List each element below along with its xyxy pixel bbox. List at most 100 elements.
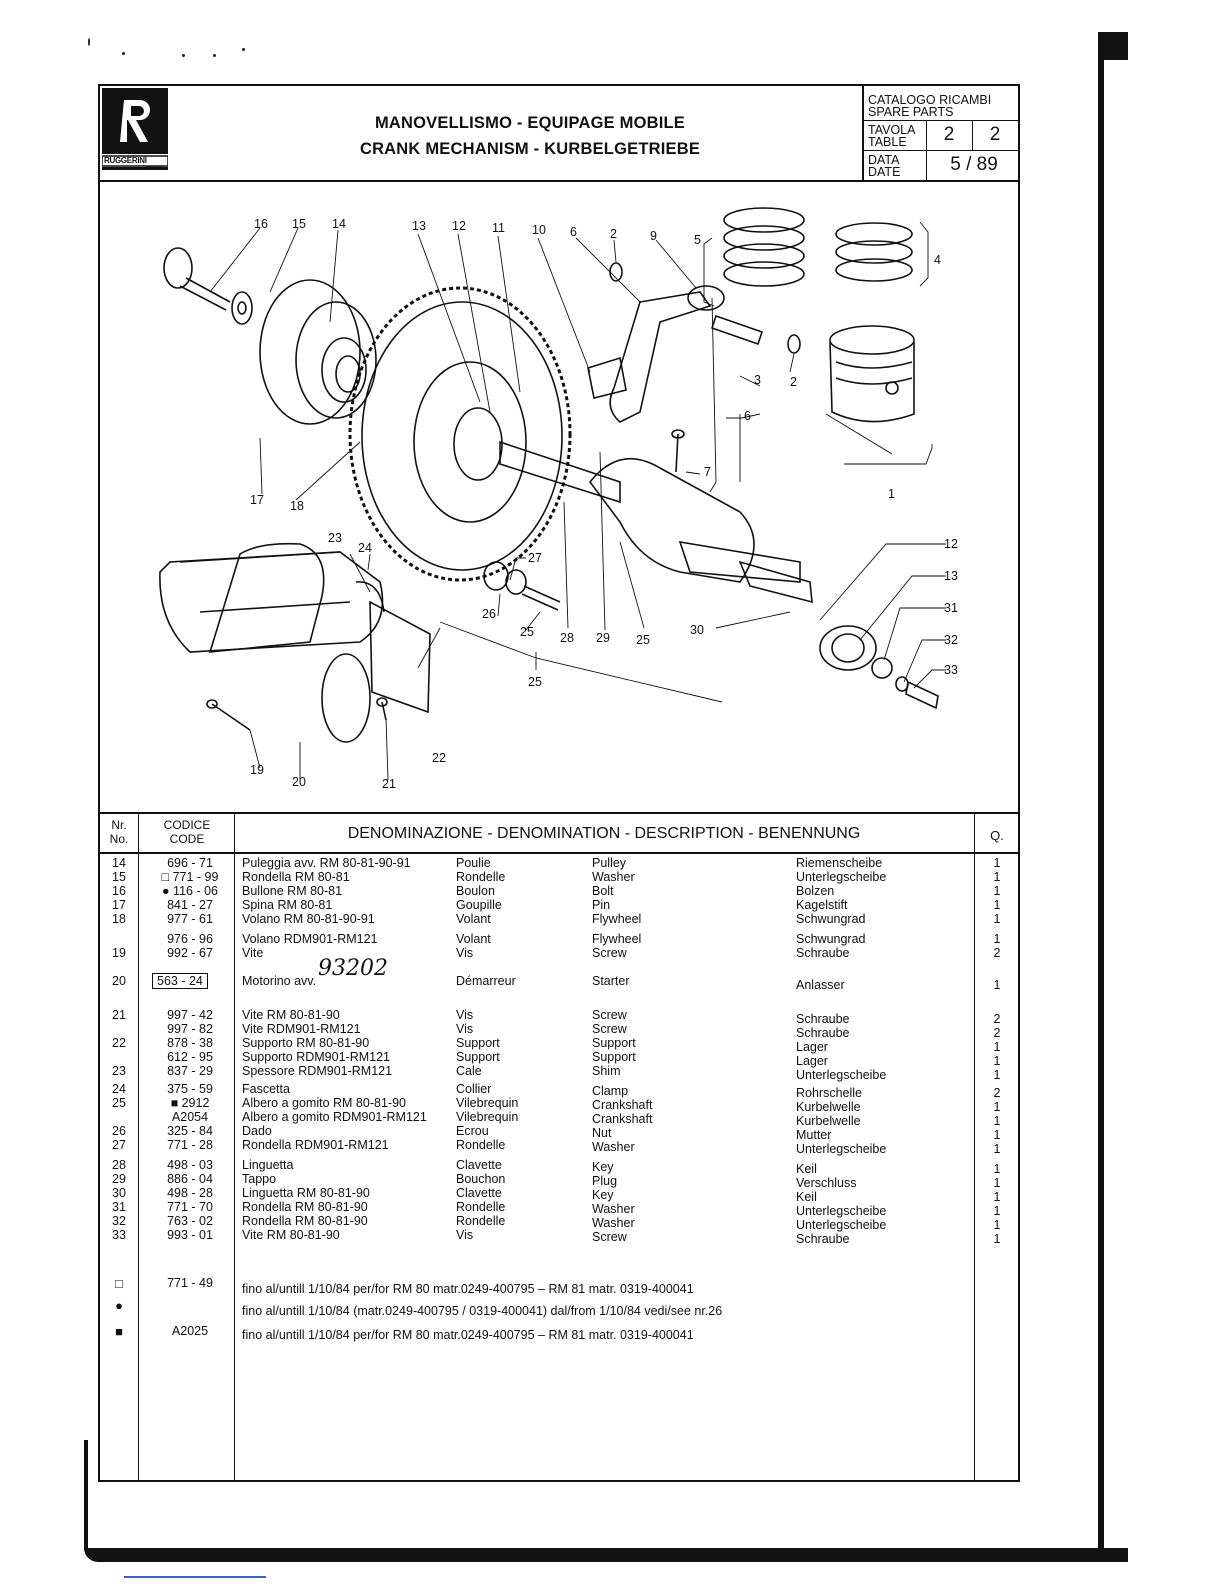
callout-label: 26: [482, 607, 496, 621]
cell-fr: Cale: [456, 1064, 482, 1078]
part-flywheel-gear: [348, 286, 572, 582]
cell-nr: 15: [112, 870, 126, 884]
callout-label: 19: [250, 763, 264, 777]
cell-it: Tappo: [242, 1172, 277, 1186]
cell-nr: 20: [112, 974, 126, 988]
handwritten-annotation: 93202: [318, 956, 388, 981]
scan-edge-bottom: [84, 1548, 1128, 1562]
cell-de: Schwungrad: [796, 932, 866, 946]
part-starter-screw: [211, 703, 251, 731]
scan-speck: [88, 38, 90, 46]
table-number-1: 2: [943, 124, 955, 145]
part-washer: [231, 291, 253, 325]
cell-fr: Rondelle: [456, 1214, 506, 1228]
logo-sub: DIESEL: [146, 166, 165, 172]
callout-label: 5: [694, 233, 701, 247]
cell-nr: 22: [112, 1036, 126, 1050]
cell-code: 878 - 38: [167, 1036, 213, 1050]
cell-it: Volano RDM901-RM121: [242, 932, 378, 946]
cell-en: Washer: [592, 1202, 635, 1216]
cell-de: Unterlegscheibe: [796, 1068, 887, 1082]
cell-en: Washer: [592, 870, 635, 884]
cell-fr: Vis: [456, 1022, 474, 1036]
header-box-rule: [972, 120, 973, 150]
note-code: 771 - 49: [167, 1276, 213, 1290]
exploded-diagram: 16 15 14 13 12 11 10 6 2 9 5 4 3 2 6 7 1…: [159, 207, 958, 791]
scan-speck: [242, 48, 245, 51]
cell-en: Washer: [592, 1216, 635, 1230]
callout-label: 1: [888, 487, 895, 501]
col-header-nr-en: No.: [109, 832, 129, 846]
cell-qty: 1: [993, 1176, 1001, 1190]
scan-underline: [124, 1576, 266, 1578]
cell-de: Unterlegscheibe: [796, 870, 887, 884]
scan-speck: [213, 54, 216, 57]
cell-fr: Vis: [456, 1228, 474, 1242]
callout-label: 13: [944, 569, 958, 583]
cell-en: Key: [592, 1160, 614, 1174]
cell-it: Vite RM 80-81-90: [242, 1228, 340, 1242]
cell-de: Mutter: [796, 1128, 832, 1142]
cell-fr: Rondelle: [456, 1138, 506, 1152]
callout-label: 15: [292, 217, 306, 231]
cell-qty: 1: [993, 1204, 1001, 1218]
cell-de: Kurbelwelle: [796, 1100, 861, 1114]
cell-it: Albero a gomito RM 80-81-90: [242, 1096, 406, 1110]
table-label-en: TABLE: [868, 135, 907, 149]
cell-fr: Rondelle: [456, 1200, 506, 1214]
cell-code: 976 - 96: [167, 932, 213, 946]
cell-nr: 27: [112, 1138, 126, 1152]
cell-en: Pulley: [592, 856, 627, 870]
page-title-line1: MANOVELLISMO - EQUIPAGE MOBILE: [374, 114, 686, 132]
scan-speck: [182, 54, 185, 57]
cell-qty: 1: [993, 912, 1001, 926]
cell-en: Crankshaft: [592, 1112, 653, 1126]
cell-qty: 1: [993, 856, 1001, 870]
cell-nr: 21: [112, 1008, 126, 1022]
callout-label: 7: [704, 465, 711, 479]
cell-qty: 1: [993, 1100, 1001, 1114]
cell-it: Vite RM 80-81-90: [242, 1008, 340, 1022]
cell-qty: 1: [993, 1114, 1001, 1128]
callout-label: 3: [754, 373, 761, 387]
cell-nr: 28: [112, 1158, 126, 1172]
cell-code: A2054: [171, 1110, 209, 1124]
cell-it: Motorino avv.: [242, 974, 317, 988]
cell-de: Anlasser: [796, 978, 845, 992]
cell-it: Rondella RM 80-81: [242, 870, 350, 884]
cell-it: Spessore RDM901-RM121: [242, 1064, 393, 1078]
cell-nr: 32: [112, 1214, 126, 1228]
cell-qty: 1: [993, 1232, 1001, 1246]
col-header-qty: Q.: [990, 828, 1004, 843]
cell-en: Starter: [592, 974, 630, 988]
cell-de: Bolzen: [796, 884, 835, 898]
cell-qty: 1: [993, 978, 1001, 992]
cell-code: 771 - 70: [167, 1200, 213, 1214]
cell-en: Nut: [592, 1126, 612, 1140]
cell-en: Flywheel: [592, 912, 642, 926]
cell-nr: 33: [112, 1228, 126, 1242]
callout-label: 32: [944, 633, 958, 647]
date-label-en: DATE: [868, 165, 901, 179]
cell-de: Schraube: [796, 1012, 850, 1026]
header-box-divider: [862, 84, 864, 180]
cell-de: Keil: [796, 1190, 817, 1204]
cell-fr: Bouchon: [456, 1172, 506, 1186]
callout-label: 25: [528, 675, 542, 689]
callout-label: 11: [492, 221, 505, 235]
note-symbol-filled-square: ■: [115, 1324, 123, 1339]
cell-fr: Support: [456, 1036, 500, 1050]
cell-en: Bolt: [592, 884, 614, 898]
cell-qty: 2: [993, 1026, 1001, 1040]
part-piston-ring: [723, 207, 805, 233]
